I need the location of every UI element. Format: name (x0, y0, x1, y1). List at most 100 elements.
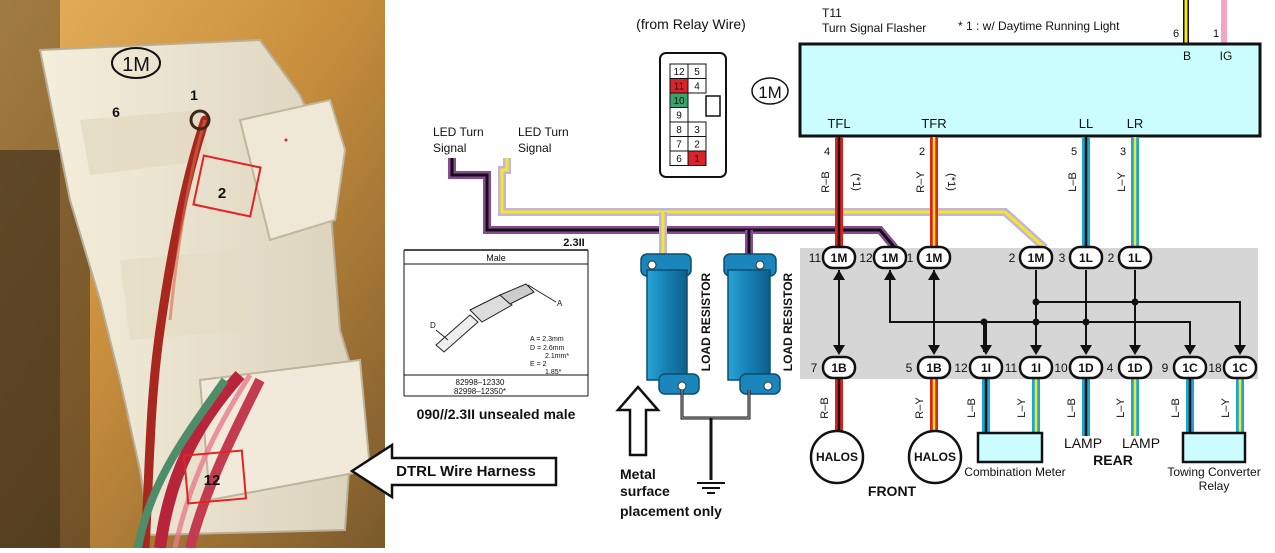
junction-arrow-down (928, 345, 940, 355)
flasher-pin-number: 5 (1071, 146, 1077, 158)
front-label: FRONT (868, 483, 917, 499)
relay-pin-label: 7 (676, 140, 682, 151)
relay-latch (705, 95, 721, 117)
photo-pin-2-box (192, 154, 262, 218)
towing-label-1: Towing Converter (1167, 465, 1260, 479)
output-wire-code: R–B (819, 397, 831, 418)
harness-arrow: DTRL Wire Harness (349, 442, 558, 500)
halos-1 (809, 429, 865, 485)
junction-top-pin: 12 (859, 251, 873, 265)
relay-pin-label: 3 (694, 125, 700, 136)
harness-label: DTRL Wire Harness (396, 463, 536, 480)
flasher-star-note: (*1) (850, 173, 862, 191)
junction-top-connector (821, 245, 857, 270)
mount-line-3: placement only (620, 503, 722, 519)
flasher-terminal: TFL (827, 116, 850, 131)
led-left-line-2: Signal (433, 141, 466, 155)
lamp-2-label: LAMP (1122, 435, 1160, 451)
flasher-terminal: LL (1079, 116, 1093, 131)
relay-pin-label: 5 (694, 67, 700, 78)
junction-top-connector-label: 1M (882, 251, 899, 265)
output-wire-code: L–Y (1220, 398, 1232, 418)
flasher-wire-code: R–Y (915, 171, 927, 193)
flasher-top-pin-1: 1 (1213, 28, 1219, 40)
junction-bottom-connector-label: 1C (1182, 361, 1198, 375)
load-resistor-2: LOAD RESISTOR (723, 253, 795, 395)
junction-top-connector-label: 1L (1128, 251, 1142, 265)
junction-top-pin: 3 (1059, 251, 1066, 265)
photo-pin-12: 12 (204, 472, 221, 489)
flasher-term-ig: IG (1220, 49, 1233, 63)
towing-label-2: Relay (1199, 479, 1230, 493)
output-wire-code: L–Y (1016, 398, 1028, 418)
relay-pin-label: 2 (694, 140, 700, 151)
led-signal-wires: LED Turn Signal LED Turn Signal (433, 125, 1048, 265)
flasher-note: * 1 : w/ Daytime Running Light (958, 19, 1120, 33)
junction-bottom-pin: 10 (1054, 361, 1068, 375)
spec-part-2: 82998–12350* (454, 387, 506, 396)
junction-top-connector-label: 1L (1079, 251, 1093, 265)
flasher-pin-number: 4 (824, 146, 830, 158)
output-wire-code: R–Y (914, 397, 926, 419)
junction-dot (1032, 298, 1040, 306)
junction-arrow-up (833, 270, 845, 280)
relay-pin-cell (687, 150, 707, 166)
junction-arrow-up (884, 270, 896, 280)
junction-bottom-connector (1172, 355, 1208, 380)
load-resistor-2-label: LOAD RESISTOR (781, 272, 795, 371)
junction-bottom-pin: 7 (811, 361, 818, 375)
flasher-top-pin-6: 6 (1173, 28, 1179, 40)
photo-connector-ellipse (111, 47, 161, 79)
spec-dim-a: A = 2.3mm (530, 336, 564, 343)
connector-photo: 1M 1 6 2 12 (0, 0, 385, 553)
lamp-1-label: LAMP (1064, 435, 1102, 451)
rear-label: REAR (1093, 452, 1133, 468)
junction-bottom-pin: 9 (1162, 361, 1169, 375)
led-right-line-1: LED Turn (518, 125, 569, 139)
flasher-wire-code: L–B (1067, 172, 1079, 192)
junction-bottom-connector (1117, 355, 1153, 380)
junction-bottom-connector (821, 355, 857, 380)
junction-arrow-down (1184, 345, 1196, 355)
junction-bottom-connector-label: 1B (831, 361, 847, 375)
relay-pin-label: 1 (694, 154, 700, 165)
junction-bottom-connector-label: 1C (1232, 361, 1248, 375)
junction-dot (1082, 318, 1090, 326)
junction-bottom-connector (1222, 355, 1258, 380)
flasher-pin-number: 2 (919, 146, 925, 158)
junction-bottom-connector (1068, 355, 1104, 380)
flasher-terminal: LR (1127, 116, 1144, 131)
flasher-term-b: B (1183, 49, 1191, 63)
flasher-terminal: TFR (921, 116, 946, 131)
relay-pin-cell (687, 78, 707, 94)
junction-arrow-down (1234, 345, 1246, 355)
junction-arrow-down (1080, 345, 1092, 355)
junction-top-pin: 1 (907, 251, 914, 265)
junction-bottom-pin: 4 (1107, 361, 1114, 375)
flasher-id: T11 (822, 6, 842, 20)
outputs: HALOS HALOS FRONT Combination Meter LAMP… (809, 429, 1261, 499)
relay-caption: (from Relay Wire) (636, 16, 746, 32)
load-resistors: LOAD RESISTOR LOAD RESISTOR Metal surfac… (615, 253, 795, 519)
junction-top-connector (916, 245, 952, 270)
halos-1-label: HALOS (816, 450, 858, 464)
spec-dim-d2: 2.1mm* (545, 353, 569, 360)
spec-letter-d: D (430, 321, 436, 330)
halos-2 (907, 429, 963, 485)
flasher-box (798, 42, 1262, 138)
output-wire-code: L–B (1170, 398, 1182, 418)
flasher-star-note: (*1) (945, 173, 957, 191)
combination-meter-label: Combination Meter (964, 465, 1065, 479)
spec-size-label: 2.3II (563, 237, 584, 249)
junction-bottom-connector (968, 355, 1004, 380)
junction-arrow-down (1030, 345, 1042, 355)
spec-header: Male (486, 253, 506, 263)
output-wire-code: L–B (966, 398, 978, 418)
relay-connector-label: 1M (758, 83, 782, 102)
relay-pin-label: 10 (673, 96, 685, 107)
spec-part-1: 82998–12330 (456, 378, 505, 387)
photo-pin-1: 1 (190, 87, 198, 103)
load-resistor-1: LOAD RESISTOR (640, 253, 713, 395)
